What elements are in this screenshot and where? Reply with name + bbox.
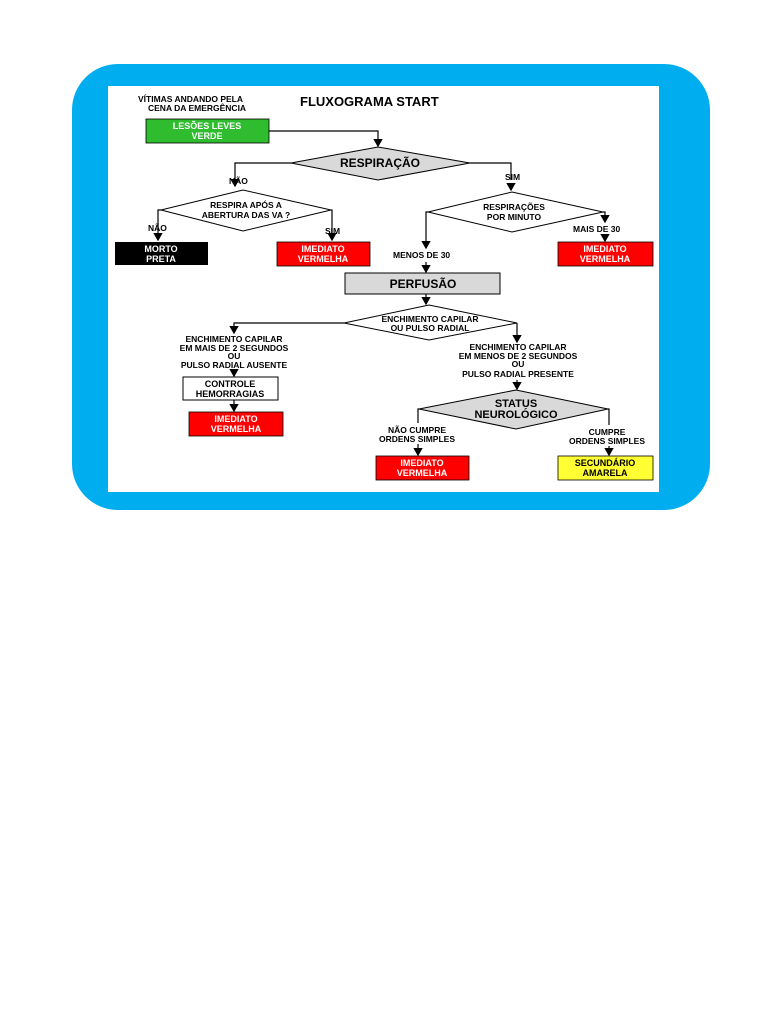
connector-status-cumpre bbox=[608, 408, 610, 425]
imediato-box-2 bbox=[557, 241, 654, 267]
walking-label-line2: CENA DA EMERGÊNCIA bbox=[148, 102, 246, 113]
imediato-box-4 bbox=[375, 455, 470, 481]
connector-green-respiracao bbox=[269, 130, 383, 148]
menos-2s-line4: PULSO RADIAL PRESENTE bbox=[462, 369, 574, 379]
secundario-line1: SECUNDÁRIO bbox=[575, 458, 636, 468]
flowchart-title: FLUXOGRAMA START bbox=[300, 94, 439, 109]
menos-2s-line1: ENCHIMENTO CAPILAR bbox=[469, 342, 566, 352]
green-box-line1: LESÕES LEVES bbox=[173, 121, 242, 131]
connector-respira-nao bbox=[153, 209, 163, 242]
imediato-4-line2: VERMELHA bbox=[397, 468, 448, 478]
imediato-2-line2: VERMELHA bbox=[580, 254, 631, 264]
nao-left-label: NÃO bbox=[148, 223, 167, 233]
menos-30-label: MENOS DE 30 bbox=[393, 250, 450, 260]
connector-respiracoes-menos bbox=[421, 211, 431, 250]
nao-top-label: NÃO bbox=[229, 176, 248, 186]
imediato-3-line1: IMEDIATO bbox=[214, 414, 257, 424]
imediato-4-line1: IMEDIATO bbox=[400, 458, 443, 468]
controle-line2: HEMORRAGIAS bbox=[196, 389, 265, 399]
status-line2: NEUROLÓGICO bbox=[474, 408, 558, 421]
imediato-box-3 bbox=[188, 411, 284, 437]
connector-respiracao-nao bbox=[230, 162, 291, 188]
controle-line1: CONTROLE bbox=[205, 379, 256, 389]
connector-status-nao bbox=[417, 408, 419, 423]
walking-label-line1: VÍTIMAS ANDANDO PELA bbox=[138, 94, 243, 104]
mais-2s-line2: EM MAIS DE 2 SEGUNDOS bbox=[180, 343, 289, 353]
respiracao-label: RESPIRAÇÃO bbox=[340, 155, 420, 170]
imediato-1-line1: IMEDIATO bbox=[301, 244, 344, 254]
flowchart: FLUXOGRAMA START VÍTIMAS ANDANDO PELA CE… bbox=[115, 94, 654, 481]
secundario-line2: AMARELA bbox=[583, 468, 628, 478]
sim-mid-label: SIM bbox=[325, 226, 340, 236]
imediato-3-line2: VERMELHA bbox=[211, 424, 262, 434]
mais-2s-line1: ENCHIMENTO CAPILAR bbox=[185, 334, 282, 344]
perfusao-label: PERFUSÃO bbox=[390, 276, 457, 291]
imediato-2-line1: IMEDIATO bbox=[583, 244, 626, 254]
secundario-box bbox=[557, 455, 654, 481]
nao-cumpre-line1: NÃO CUMPRE bbox=[388, 425, 446, 435]
morto-box-line2: PRETA bbox=[146, 254, 176, 264]
perfusao-box bbox=[344, 272, 501, 295]
connector-enchimento-mais bbox=[229, 322, 344, 335]
morto-box-line1: MORTO bbox=[144, 244, 177, 254]
respira-apos-line1: RESPIRA APÓS A bbox=[210, 199, 282, 210]
nao-cumpre-line2: ORDENS SIMPLES bbox=[379, 434, 455, 444]
sim-top-label: SIM bbox=[505, 172, 520, 182]
green-box-line2: VERDE bbox=[191, 131, 222, 141]
morto-box bbox=[115, 242, 208, 265]
imediato-1-line2: VERMELHA bbox=[298, 254, 349, 264]
imediato-box-1 bbox=[276, 241, 371, 267]
status-line1: STATUS bbox=[495, 398, 537, 410]
enchimento-line2: OU PULSO RADIAL bbox=[391, 323, 470, 333]
cumpre-line2: ORDENS SIMPLES bbox=[569, 436, 645, 446]
cumpre-line1: CUMPRE bbox=[589, 427, 626, 437]
enchimento-line1: ENCHIMENTO CAPILAR bbox=[381, 314, 478, 324]
connector-respiracao-sim bbox=[470, 162, 512, 180]
respiracoes-line2: POR MINUTO bbox=[487, 212, 542, 222]
connector-respira-sim bbox=[327, 209, 337, 242]
respira-apos-line2: ABERTURA DAS VA ? bbox=[202, 210, 290, 220]
menos-2s-line2: EM MENOS DE 2 SEGUNDOS bbox=[459, 351, 578, 361]
green-box bbox=[145, 118, 270, 144]
mais-30-label: MAIS DE 30 bbox=[573, 224, 621, 234]
connector-respiracoes-mais bbox=[600, 211, 610, 224]
mais-2s-line3: OU bbox=[228, 351, 241, 361]
mais-2s-line4: PULSO RADIAL AUSENTE bbox=[181, 360, 288, 370]
menos-2s-line3: OU bbox=[512, 359, 525, 369]
flowchart-panel: FLUXOGRAMA START VÍTIMAS ANDANDO PELA CE… bbox=[108, 86, 659, 492]
controle-box bbox=[182, 376, 279, 401]
respiracoes-line1: RESPIRAÇÕES bbox=[483, 202, 545, 212]
